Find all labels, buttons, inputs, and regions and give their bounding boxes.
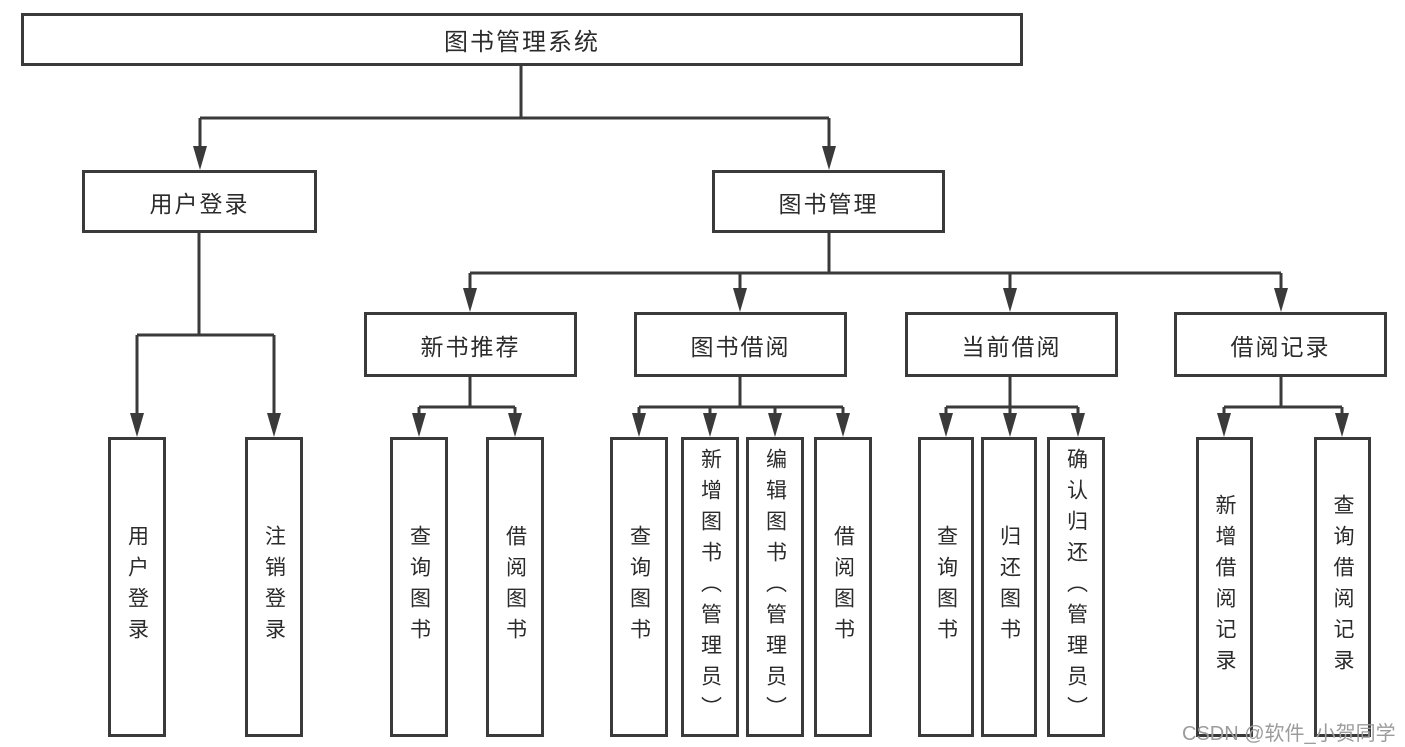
leaf-label: 编辑图书（管理员） bbox=[763, 447, 787, 727]
leaf-return-book: 归还图书 bbox=[981, 437, 1037, 737]
leaf-label: 用户登录 bbox=[125, 525, 149, 649]
leaf-label: 查询图书 bbox=[934, 525, 958, 649]
watermark: CSDN @软件_小贺同学 bbox=[1182, 723, 1396, 745]
arrowhead-icons bbox=[130, 146, 1349, 437]
leaf-label: 归还图书 bbox=[997, 525, 1021, 649]
leaf-query-books-borrow: 查询图书 bbox=[610, 437, 668, 737]
leaf-borrow-books: 借阅图书 bbox=[814, 437, 872, 737]
node-root-system: 图书管理系统 bbox=[21, 13, 1023, 66]
leaf-logout: 注销登录 bbox=[245, 437, 303, 737]
leaf-user-login: 用户登录 bbox=[108, 437, 166, 737]
leaf-query-borrow-record: 查询借阅记录 bbox=[1314, 437, 1371, 737]
leaf-add-book-admin: 新增图书（管理员） bbox=[681, 437, 739, 737]
leaf-label: 确认归还（管理员） bbox=[1064, 447, 1088, 727]
node-borrow-records: 借阅记录 bbox=[1174, 312, 1387, 377]
leaf-label: 新增图书（管理员） bbox=[698, 447, 722, 727]
node-new-book-recommend: 新书推荐 bbox=[364, 312, 577, 377]
leaf-label: 查询借阅记录 bbox=[1331, 494, 1354, 680]
node-book-borrow: 图书借阅 bbox=[634, 312, 847, 377]
leaf-label: 新增借阅记录 bbox=[1213, 494, 1236, 680]
node-user-login: 用户登录 bbox=[82, 170, 317, 233]
leaf-add-borrow-record: 新增借阅记录 bbox=[1196, 437, 1253, 737]
leaf-label: 查询图书 bbox=[627, 525, 651, 649]
node-current-borrow: 当前借阅 bbox=[905, 312, 1118, 377]
leaf-query-books-recommend: 查询图书 bbox=[390, 437, 448, 737]
leaf-label: 查询图书 bbox=[407, 525, 431, 649]
leaf-borrow-books-recommend: 借阅图书 bbox=[486, 437, 544, 737]
node-book-management: 图书管理 bbox=[712, 170, 945, 233]
leaf-edit-book-admin: 编辑图书（管理员） bbox=[746, 437, 804, 737]
leaf-label: 借阅图书 bbox=[831, 525, 855, 649]
leaf-confirm-return-admin: 确认归还（管理员） bbox=[1047, 437, 1105, 737]
leaf-query-books-current: 查询图书 bbox=[918, 437, 974, 737]
leaf-label: 借阅图书 bbox=[503, 525, 527, 649]
leaf-label: 注销登录 bbox=[262, 525, 286, 649]
